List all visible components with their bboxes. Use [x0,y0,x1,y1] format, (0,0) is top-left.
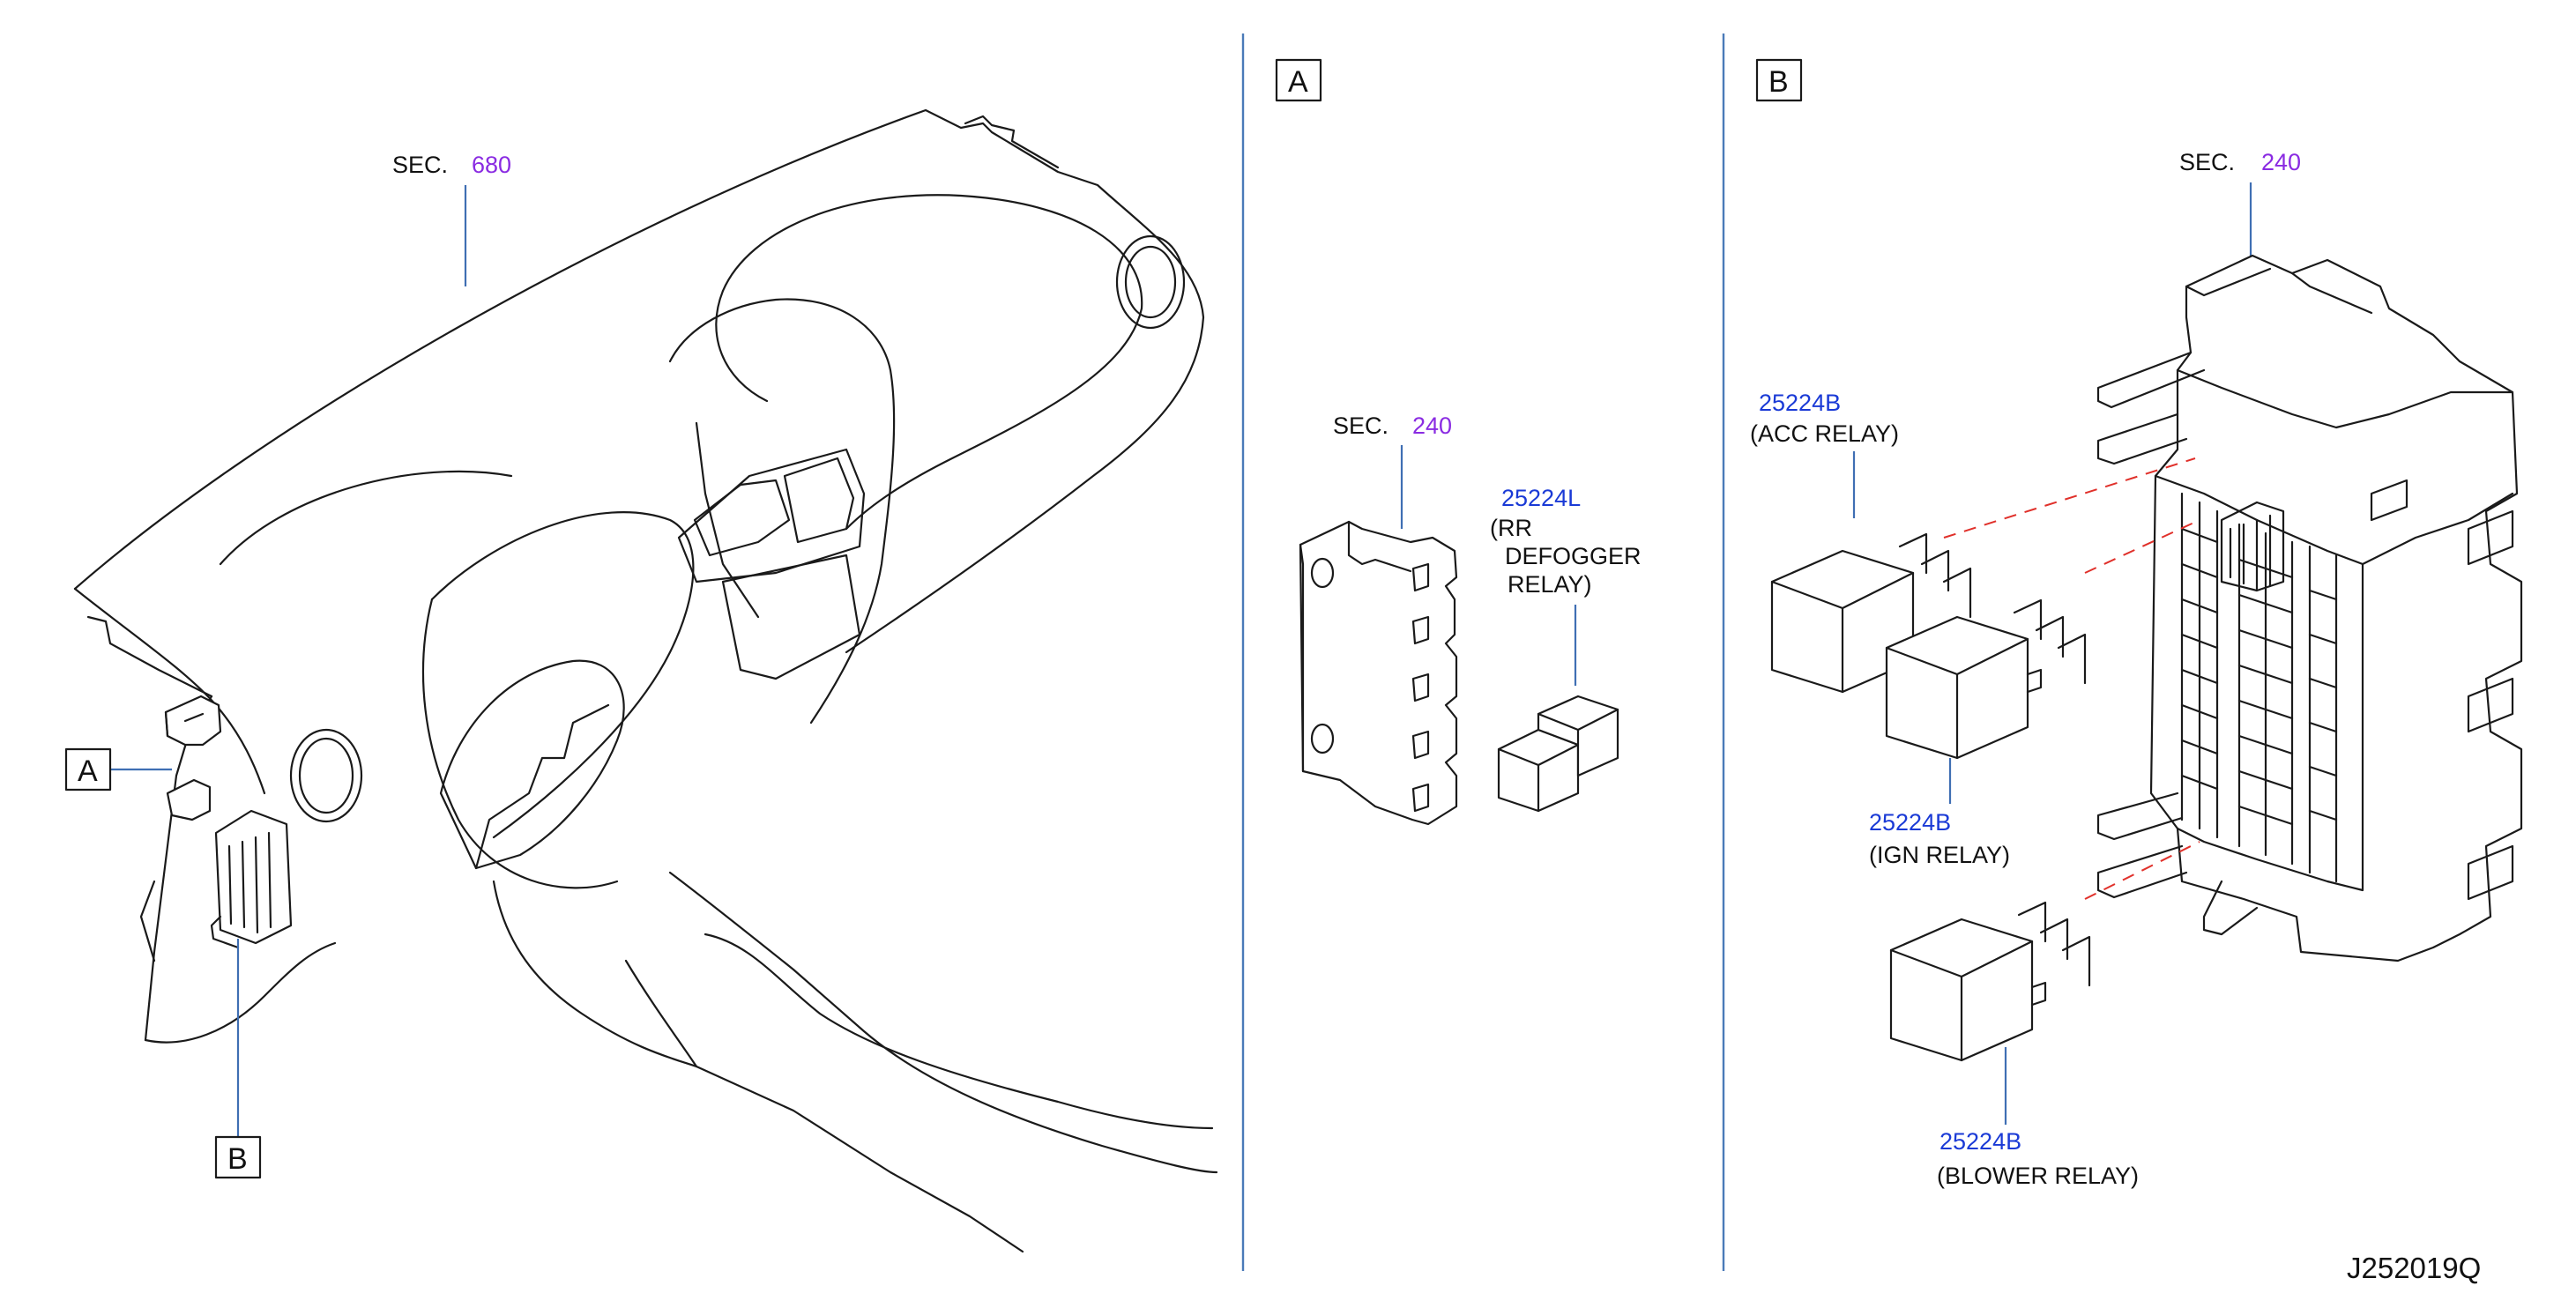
rr-defogger-name-line-3: RELAY) [1508,571,1592,598]
blower-relay-part-number[interactable]: 25224B [1939,1128,2021,1155]
fuse-relay-block-drawing [2096,254,2523,962]
ign-relay-name: (IGN RELAY) [1869,842,2010,868]
panel-a-sec-number[interactable]: 240 [1412,412,1452,439]
sec-680-prefix: SEC. [392,152,448,178]
sec-680-number[interactable]: 680 [472,152,511,178]
callout-b-letter: B [227,1142,248,1176]
rr-defogger-relay-drawing [1497,695,1619,813]
panel-b-letter: B [1768,65,1789,99]
callout-a-letter: A [78,754,98,788]
acc-relay-part-number[interactable]: 25224B [1759,390,1841,416]
diagram-code: J252019Q [2347,1252,2481,1284]
callout-b-box: B [214,1135,262,1179]
blower-relay-dash [2084,841,2200,900]
acc-relay-name: (ACC RELAY) [1750,420,1899,447]
panel-a-sec-prefix: SEC. [1333,412,1389,439]
ign-relay-part-number[interactable]: 25224B [1869,809,1951,836]
instrument-panel-drawing [73,108,1218,1253]
callout-a-box: A [64,747,112,791]
ign-relay-drawing [1885,598,2087,760]
acc-relay-dash [1943,457,2196,539]
panel-a-box: A [1275,58,1322,102]
panel-b-box: B [1755,58,1803,102]
rr-defogger-part-number[interactable]: 25224L [1501,485,1581,511]
blower-relay-drawing [1889,901,2091,1062]
panel-a-letter: A [1288,65,1308,99]
relay-bracket-drawing [1299,520,1458,826]
rr-defogger-name-line-2: DEFOGGER [1505,543,1642,569]
blower-relay-name: (BLOWER RELAY) [1937,1163,2139,1189]
rr-defogger-name-line-1: (RR [1490,515,1532,541]
panel-b-sec-number[interactable]: 240 [2261,149,2301,175]
panel-b-sec-prefix: SEC. [2179,149,2235,175]
